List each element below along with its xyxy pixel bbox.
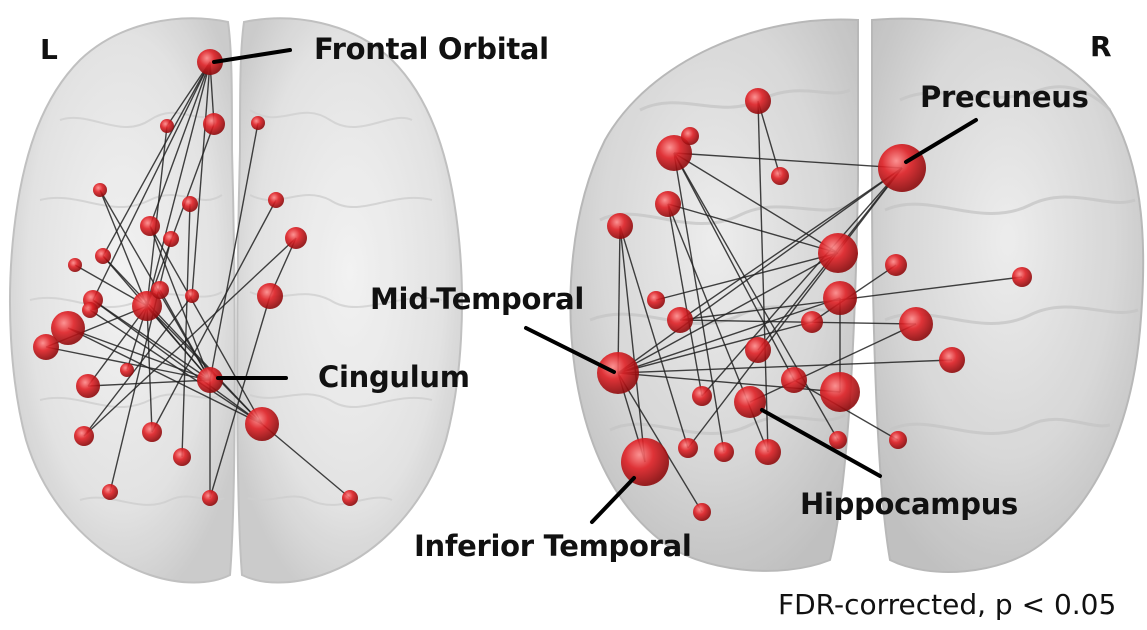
left-hemisphere-label: L [40, 33, 58, 66]
region-node [621, 438, 669, 486]
region-node [342, 490, 358, 506]
region-node [151, 281, 169, 299]
region-node [95, 248, 111, 264]
hippocampus-label: Hippocampus [800, 487, 1018, 521]
frontal-orbital-label: Frontal Orbital [314, 32, 549, 66]
region-node [667, 307, 693, 333]
region-node [939, 347, 965, 373]
region-node [33, 334, 59, 360]
region-node [185, 289, 199, 303]
region-node [693, 503, 711, 521]
region-node [202, 490, 218, 506]
region-node [257, 283, 283, 309]
region-node [203, 113, 225, 135]
cingulum-label: Cingulum [318, 360, 470, 394]
mid-temporal-label: Mid-Temporal [370, 282, 584, 316]
region-node [823, 281, 857, 315]
fdr-footnote: FDR-corrected, p < 0.05 [778, 588, 1116, 621]
region-node [647, 291, 665, 309]
region-node [655, 191, 681, 217]
region-node [899, 307, 933, 341]
region-node [76, 374, 100, 398]
right-hemisphere-label: R [1090, 30, 1112, 63]
region-node [120, 363, 134, 377]
region-node [678, 438, 698, 458]
region-node [93, 183, 107, 197]
region-node [163, 231, 179, 247]
region-node [889, 431, 907, 449]
region-node [268, 192, 284, 208]
region-node [245, 407, 279, 441]
region-node [173, 448, 191, 466]
region-node [734, 386, 766, 418]
region-node [878, 144, 926, 192]
region-node [182, 196, 198, 212]
region-node [692, 386, 712, 406]
region-node [142, 422, 162, 442]
region-node [818, 233, 858, 273]
region-node [74, 426, 94, 446]
region-node [801, 311, 823, 333]
region-node [597, 352, 639, 394]
region-node [607, 213, 633, 239]
region-node [714, 442, 734, 462]
precuneus-label: Precuneus [920, 80, 1089, 114]
region-node [771, 167, 789, 185]
inferior-temporal-label: Inferior Temporal [414, 529, 692, 563]
region-node [745, 337, 771, 363]
region-node [102, 484, 118, 500]
region-node [829, 431, 847, 449]
region-node [1012, 267, 1032, 287]
region-node [820, 372, 860, 412]
region-node [885, 254, 907, 276]
region-node [140, 216, 160, 236]
region-node [285, 227, 307, 249]
region-node [251, 116, 265, 130]
region-node [755, 439, 781, 465]
region-node [781, 367, 807, 393]
region-node [160, 119, 174, 133]
region-node [68, 258, 82, 272]
region-node [681, 127, 699, 145]
region-node [745, 88, 771, 114]
region-node [82, 302, 98, 318]
